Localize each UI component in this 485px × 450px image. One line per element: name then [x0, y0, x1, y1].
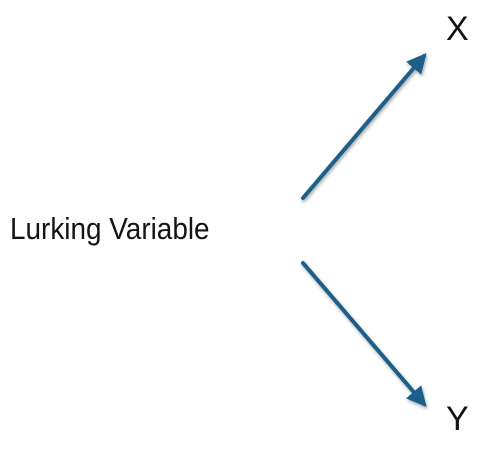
y-variable-label: Y [446, 400, 469, 438]
x-variable-label: X [446, 10, 469, 48]
arrow-to-x [301, 52, 427, 200]
lurking-variable-label: Lurking Variable [10, 211, 210, 246]
arrow-to-y [301, 261, 427, 408]
